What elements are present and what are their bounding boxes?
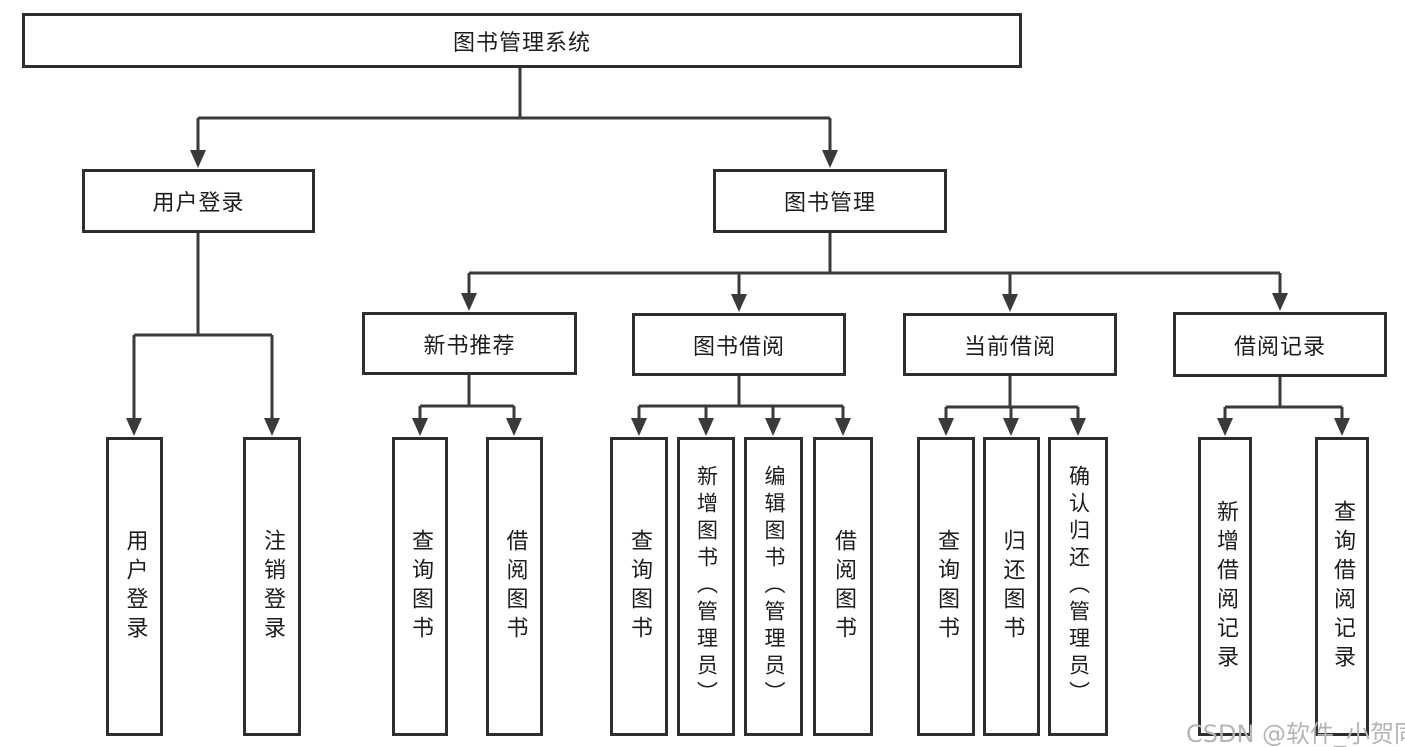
arrow-icon (1070, 418, 1086, 436)
arrow-icon (1002, 294, 1018, 312)
node-query-books-recommend: 查询图书 (392, 437, 448, 736)
edge-book-management-to-level3 (467, 233, 1282, 308)
arrow-icon (264, 418, 280, 436)
node-book-management: 图书管理 (713, 169, 947, 233)
node-book-borrowing: 图书借阅 (632, 313, 846, 376)
edge-book-borrowing-to-leaves (637, 376, 845, 432)
node-leaf-user-login: 用户登录 (106, 437, 163, 736)
arrow-icon (822, 150, 838, 168)
arrow-icon (412, 418, 428, 436)
edge-borrowing-records-to-leaves (1223, 377, 1344, 432)
node-current-borrowing: 当前借阅 (903, 313, 1117, 376)
arrow-icon (506, 418, 522, 436)
arrow-icon (1217, 418, 1233, 436)
csdn-watermark: CSDN @软件_小贺同学 (1186, 720, 1405, 747)
node-query-books-borrowing: 查询图书 (610, 437, 668, 736)
arrow-icon (938, 418, 954, 436)
arrow-icon (126, 418, 142, 436)
node-return-book: 归还图书 (983, 437, 1040, 736)
arrow-icon (1003, 418, 1019, 436)
node-add-book-admin: 新增图书（管理员） (677, 437, 735, 736)
node-edit-book-admin: 编辑图书（管理员） (744, 437, 803, 736)
node-add-borrow-record: 新增借阅记录 (1198, 437, 1252, 736)
node-borrow-books-recommend: 借阅图书 (486, 437, 543, 736)
arrow-icon (731, 294, 747, 312)
edge-current-borrowing-to-leaves (944, 376, 1080, 432)
arrow-icon (765, 418, 781, 436)
node-library-management-system: 图书管理系统 (22, 13, 1022, 68)
node-user-login: 用户登录 (82, 169, 315, 233)
edge-user-login-to-leaves (132, 232, 274, 432)
arrow-icon (631, 418, 647, 436)
node-query-books-current: 查询图书 (917, 437, 975, 736)
edge-root-to-level2 (196, 68, 832, 165)
edge-new-book-recommend-to-leaves (418, 375, 516, 432)
arrow-icon (461, 293, 477, 311)
arrow-icon (835, 418, 851, 436)
node-new-book-recommend: 新书推荐 (362, 312, 577, 375)
node-confirm-return-admin: 确认归还（管理员） (1048, 437, 1108, 736)
node-leaf-logout: 注销登录 (243, 437, 301, 736)
node-borrowing-records: 借阅记录 (1173, 312, 1387, 377)
node-borrow-books-borrowing: 借阅图书 (813, 437, 873, 736)
arrow-icon (190, 150, 206, 168)
arrow-icon (698, 418, 714, 436)
arrow-icon (1272, 293, 1288, 311)
node-query-borrow-record: 查询借阅记录 (1315, 437, 1369, 736)
arrow-icon (1334, 418, 1350, 436)
